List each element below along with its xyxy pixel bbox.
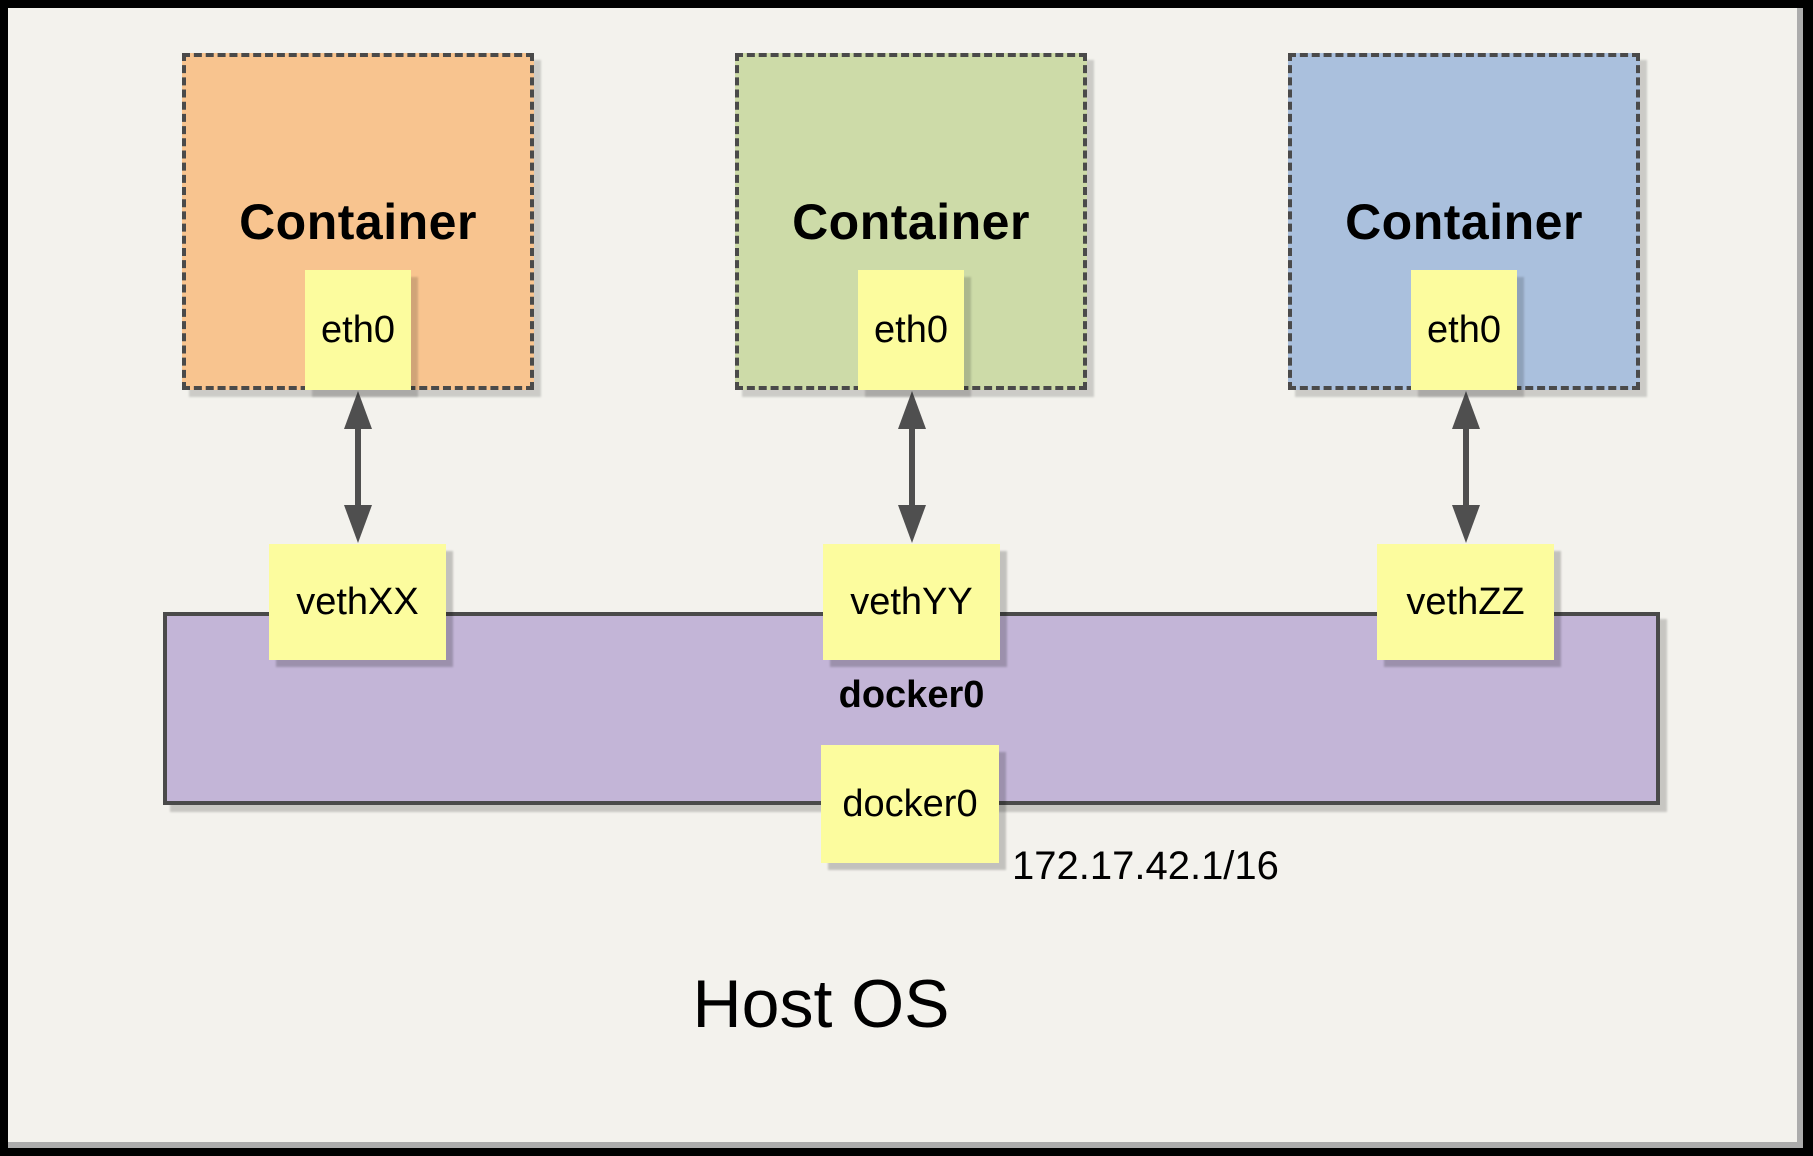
container-box-3: Container eth0 (1288, 53, 1640, 390)
vethYY-label: vethYY (850, 580, 973, 623)
vethXX-box: vethXX (269, 544, 446, 660)
double-arrow-icon (898, 391, 926, 543)
docker0-interface-label: docker0 (842, 782, 978, 825)
vethZZ-box: vethZZ (1377, 544, 1554, 660)
container-2-eth0-label: eth0 (874, 308, 948, 351)
container-3-eth0-label: eth0 (1427, 308, 1501, 351)
double-arrow-icon (1452, 391, 1480, 543)
double-arrow-icon (344, 391, 372, 543)
vethYY-box: vethYY (823, 544, 1000, 660)
host-os-label: Host OS (692, 966, 950, 1042)
container-3-eth0-box: eth0 (1411, 270, 1517, 390)
vethXX-label: vethXX (296, 580, 419, 623)
container-1-eth0-label: eth0 (321, 308, 395, 351)
container-1-label: Container (239, 194, 477, 250)
container-3-label: Container (1345, 194, 1583, 250)
container-2-label: Container (792, 194, 1030, 250)
diagram-canvas: Container eth0 Container eth0 Container … (8, 8, 1803, 1148)
docker0-interface-box: docker0 (821, 745, 999, 863)
container-2-eth0-box: eth0 (858, 270, 964, 390)
vethZZ-label: vethZZ (1406, 580, 1525, 623)
docker0-ip-address: 172.17.42.1/16 (1012, 844, 1279, 888)
container-1-eth0-box: eth0 (305, 270, 411, 390)
container-box-2: Container eth0 (735, 53, 1087, 390)
docker0-bridge-label: docker0 (838, 674, 985, 716)
container-box-1: Container eth0 (182, 53, 534, 390)
